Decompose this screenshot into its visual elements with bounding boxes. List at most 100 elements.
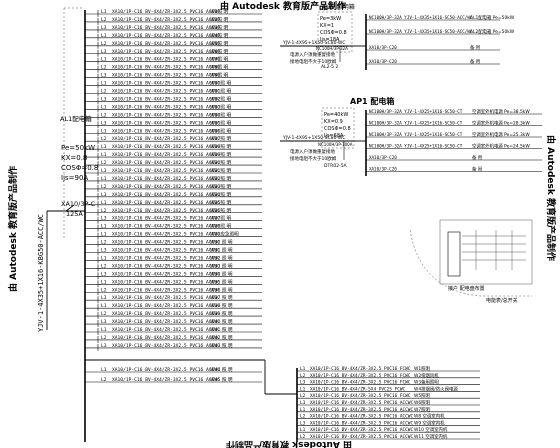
circuit-desc: W43 照 明 xyxy=(210,343,233,349)
al1-param-pe: Pe=50kW xyxy=(61,144,95,152)
circuit-spec: XA10/1P-C16 BV-4X4/ZR-3X2.5 PVC16 FCWC xyxy=(310,366,411,372)
circuit-spec: XA10/1P-C16 BV-4X4/ZR-3X2.5 PVC16 ACCWC xyxy=(112,335,220,341)
circuit-desc: W8 空调室内机 xyxy=(414,413,445,420)
alw-param-pe: Pe=3kW xyxy=(320,16,341,22)
alw-breaker: NC100H/3P-32A xyxy=(316,46,348,51)
circuit-desc: W30 照 明 xyxy=(210,240,233,246)
circuit-desc: W22照 明 xyxy=(210,176,231,182)
circuit-spec: XA10/1P-C16 BV-4X4/ZR-3X2.5 PVC16 ACCWC xyxy=(112,33,220,39)
ap1-note2: 接地电阻不大于10欧姆 xyxy=(290,155,337,162)
circuit-desc: W9 空调室内机 xyxy=(414,419,445,426)
circuit-spec: XA10/1P-C16 BV-4X4/ZR-3X2.5 PVC16 ACCWC xyxy=(112,303,220,309)
circuit-spec: XA10/1P-C16 BV-4X4/ZR-3X2.5 PVC16 ACCWC xyxy=(112,343,220,349)
circuit-spec: XA10/1P-C16 BV-4X4/ZR-3X2.5 PVC16 ACCWC xyxy=(112,271,220,277)
circuit-phase: L1 xyxy=(101,176,107,182)
circuit-phase: L1 xyxy=(101,279,107,285)
circuit-spec: XA10/1P-C16 BV-4X4/ZR-3X2.5 PVC16 ACCWC xyxy=(112,240,220,246)
circuit-desc: W3备用照明 xyxy=(414,379,439,386)
circuit-spec: XA10/1P-C16 BV-4X4/ZR-3X2.5 PVC16 ACCWC xyxy=(112,65,220,71)
circuit-desc: W35 照 明 xyxy=(210,279,233,285)
watermark-right: 由 Autodesk 教育版产品制作 xyxy=(545,135,557,261)
circuit-desc: W5照明 xyxy=(414,393,431,399)
circuit-desc: W9照 明 xyxy=(210,73,229,79)
al1-enclosure xyxy=(63,7,84,238)
alw-note: 电源入户须做重复接地 xyxy=(290,51,335,58)
al1-incoming-feeder: YJV-1-4X35+1X16-KBG50-ACC/WC XA10/3P-C 1… xyxy=(37,200,96,332)
circuit-phase: L1 xyxy=(101,57,107,63)
circuit-spec: XA10/1P-C16 BV-4X4/ZR-3X2.5 PVC16 ACCWC xyxy=(112,25,220,31)
circuit-spec: XA10/1P-C16 BV-4X4/ZR-3X2.5 PVC16 ACCWC xyxy=(112,319,220,325)
watermark-bottom: 由 Autodesk 教育版产品制作 xyxy=(226,439,352,448)
circuit-phase: L1 xyxy=(101,255,107,261)
circuit-phase: L1 xyxy=(101,327,107,333)
circuit-desc: W2排烟风机 xyxy=(414,372,439,379)
circuit-desc: W19照 明 xyxy=(210,152,231,158)
circuit-desc: 备 用 xyxy=(470,58,480,65)
circuit-spec: XA10/1P-C16 BV-4X4/ZR-3X2.5 PVC16 ACCWC xyxy=(112,367,220,373)
al1-title: AL1配电箱 xyxy=(60,114,92,123)
circuit-phase: L3 xyxy=(101,216,107,222)
ap1-param-cos: COSΦ=0.8 xyxy=(324,126,351,132)
ap1-param-ijs: Ijs=68A xyxy=(324,133,344,139)
al1-info: AL1配电箱 Pe=50kW KX=0.8 COSΦ=0.8 Ijs=90A xyxy=(60,114,98,182)
circuit-desc: W25照 明 xyxy=(210,200,231,206)
mini-plan-caption2: 电能表/总开关 xyxy=(486,297,518,304)
circuit-phase: L1 xyxy=(101,81,107,87)
ap1-breaker: NC100H/3P-100A xyxy=(318,142,353,147)
al1-incoming-cable: YJV-1-4X35+1X16-KBG50-ACC/WC xyxy=(37,214,45,332)
circuit-phase: L3 xyxy=(101,168,107,174)
circuit-spec: XA10/1P-C16 BV-4X4/ZR-3X2.5 PVC16 ACCWC xyxy=(310,420,413,426)
circuit-desc: W33 照 明 xyxy=(210,263,233,269)
circuit-phase: L1 xyxy=(101,367,107,373)
circuit-phase: L3 xyxy=(101,120,107,126)
circuit-phase: L3 xyxy=(101,49,107,55)
circuit-spec: XA10/1P-C16 BV-4X4/ZR-3X2.5 PVC16 ACCWC xyxy=(310,434,413,440)
circuit-spec: XA10/1P-C16 BV-4X4/ZR-3X2.5 PVC16 ACCWC xyxy=(112,104,220,110)
circuit-spec: XA10/1P-C16 BV-4X4/ZR-3X2.5 PVC16 ACCWC xyxy=(112,160,220,166)
circuit-desc: 空调室外机电源 Pe=28.3kW xyxy=(472,120,530,127)
circuit-desc: W41 照 明 xyxy=(210,327,233,333)
circuit-desc: W39 照 明 xyxy=(210,311,233,317)
circuit-spec: NC100H/3P-32A YJV-1-4X35+1X16-SC50-ACC/W… xyxy=(369,15,473,20)
circuit-phase: L2 xyxy=(101,136,107,142)
al1-main-breaker: XA10/3P-C xyxy=(61,200,96,208)
circuit-spec: XA10/1P-C16 BV-4X4/ZR-3X2.5 PVC16 ACCWC xyxy=(112,184,220,190)
circuit-desc: W36 照 明 xyxy=(210,287,233,293)
circuit-spec: XA10/1P-C16 BV-4X4/ZR-3X2.5 PVC16 ACCWC xyxy=(112,192,220,198)
circuit-phase: L2 xyxy=(101,112,107,118)
circuit-desc: W21照 明 xyxy=(210,168,231,174)
circuit-phase: L3 xyxy=(300,380,306,386)
circuit-spec: XA10/1P-C16 BV-4X4/ZR-3X2.5 PVC16 ACCWC xyxy=(112,96,220,102)
circuit-desc: W31 照 明 xyxy=(210,248,233,254)
circuit-spec: XA10/1P-C16 BV-4X4/ZR-3X2.5 PVC16 ACCWC xyxy=(112,263,220,269)
circuit-phase: L1 xyxy=(101,104,107,110)
circuit-phase: L1 xyxy=(101,232,107,238)
circuit-desc: W11 空调室内机 xyxy=(414,433,448,440)
watermark-left: 由 Autodesk 教育版产品制作 xyxy=(7,166,19,292)
circuit-phase: L1 xyxy=(101,303,107,309)
circuit-spec: NC100H/3P-32A YJV-1-4X25+1X16-SC50-CT xyxy=(369,121,463,126)
circuit-desc: W18照 明 xyxy=(210,144,231,150)
circuit-spec: XA10/1P-C16 BV-4X4/ZR-3X2.5 PVC16 ACCWC xyxy=(310,414,413,420)
alw-param-kx: KX=1 xyxy=(320,23,334,29)
circuit-spec: XA10/1P-C16 BV-4X4/ZR-3X2.5 PVC16 ACCWC xyxy=(112,327,220,333)
circuit-desc: W10照 明 xyxy=(210,81,231,87)
